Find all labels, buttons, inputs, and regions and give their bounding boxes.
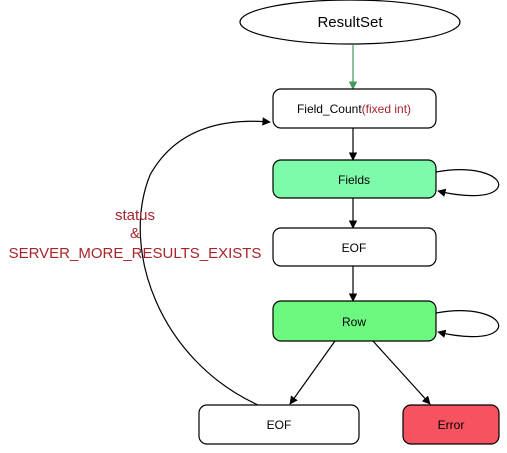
error-label: Error — [438, 418, 465, 432]
self-loop-fields — [435, 169, 500, 197]
node-error: Error — [402, 404, 500, 445]
node-row: Row — [272, 300, 437, 342]
node-fields: Fields — [272, 159, 437, 199]
loop-label-status: status — [115, 207, 155, 224]
field-count-type: fixed int — [366, 102, 408, 116]
row-box — [272, 300, 437, 342]
eof-2-box — [198, 404, 360, 445]
field-count-type-open: ( — [362, 102, 366, 116]
node-resultset: ResultSet — [239, 0, 461, 45]
resultset-ellipse — [239, 0, 461, 45]
field-count-label: Field_Count(fixed int) — [297, 102, 411, 116]
loop-annotation: status & SERVER_MORE_RESULTS_EXISTS — [9, 207, 262, 262]
self-loop-row — [435, 310, 500, 338]
field-count-box — [272, 88, 437, 129]
field-count-name: Field_Count — [297, 102, 362, 116]
node-eof-1: EOF — [272, 227, 437, 267]
edge-eof-final-to-field-count — [139, 117, 271, 406]
row-label: Row — [342, 315, 366, 329]
fields-box — [272, 159, 437, 199]
loop-label-server-more-results: SERVER_MORE_RESULTS_EXISTS — [9, 245, 262, 262]
loop-label-ampersand: & — [130, 225, 140, 242]
edge-row-to-error — [372, 340, 431, 405]
resultset-label: ResultSet — [317, 14, 383, 31]
error-box — [402, 404, 500, 445]
node-eof-2: EOF — [198, 404, 360, 445]
eof-1-label: EOF — [342, 241, 367, 255]
edge-row-to-eof-final — [289, 340, 336, 405]
fields-label: Fields — [338, 173, 370, 187]
eof-2-label: EOF — [267, 418, 292, 432]
eof-1-box — [272, 227, 437, 267]
node-field-count: Field_Count(fixed int) — [272, 88, 437, 129]
field-count-type-close: ) — [407, 102, 411, 116]
